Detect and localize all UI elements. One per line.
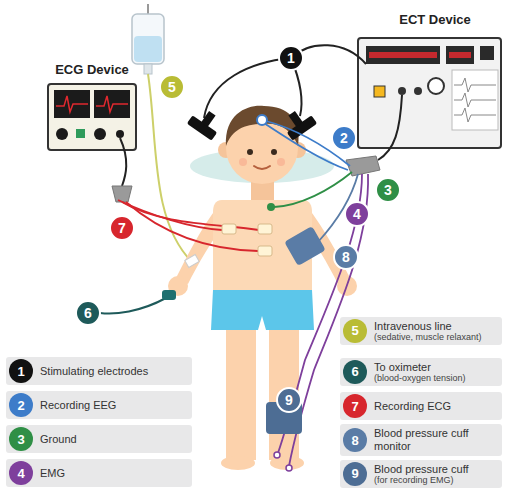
legend-number-text: 9 [351, 467, 358, 480]
legend-note: (for recording EMG) [374, 475, 496, 485]
legend-number: 6 [343, 360, 367, 384]
callout-number: 9 [276, 387, 302, 413]
legend-text: To oximeter [374, 361, 496, 374]
callout-number: 5 [159, 74, 185, 100]
callout-number: 7 [109, 215, 135, 241]
legend-number: 1 [9, 359, 33, 383]
legend-number: 8 [343, 428, 367, 452]
legend-text: Recording EEG [40, 399, 186, 412]
callout-number-text: 9 [285, 393, 293, 407]
legend-number: 5 [343, 319, 367, 343]
device-label: ECG Device [55, 62, 129, 77]
legend-row: 2 Recording EEG [6, 391, 192, 419]
legend-number-text: 5 [351, 324, 358, 337]
legend-row: 6 To oximeter(blood-oxygen tension) [340, 358, 502, 387]
callout-number-text: 4 [353, 207, 361, 221]
callout-number: 4 [344, 201, 370, 227]
legend-text: Recording ECG [374, 400, 496, 413]
legend-number: 4 [9, 461, 33, 485]
callout-number: 2 [331, 125, 357, 151]
legend-note: (sedative, muscle relaxant) [374, 332, 496, 342]
callout-number-text: 8 [342, 250, 350, 264]
legend-number-text: 1 [17, 365, 24, 378]
callout-number-text: 1 [287, 51, 295, 65]
callout-number-text: 2 [340, 131, 348, 145]
legend-text: Stimulating electrodes [40, 365, 186, 378]
legend-number-text: 2 [17, 399, 24, 412]
legend-row: 5 Intravenous line(sedative, muscle relax… [340, 317, 502, 346]
legend-number-text: 7 [351, 400, 358, 413]
device-label-text: ECG Device [55, 62, 129, 77]
legend-row: 9 Blood pressure cuff(for recording EMG) [340, 460, 502, 489]
callout-number: 6 [75, 300, 101, 326]
legend-number-text: 3 [17, 433, 24, 446]
legend-number: 3 [9, 427, 33, 451]
legend-text: Blood pressure cuff monitor [374, 427, 496, 452]
callout-number-text: 7 [118, 221, 126, 235]
legend-row: 8 Blood pressure cuff monitor [340, 424, 502, 455]
legend-row: 7 Recording ECG [340, 392, 502, 420]
legend-text: EMG [40, 467, 186, 480]
ecg-device [48, 84, 136, 202]
legend-text: Intravenous line [374, 320, 496, 333]
patient-body [168, 106, 357, 470]
legend-row: 3 Ground [6, 425, 192, 453]
callout-number-text: 5 [168, 80, 176, 94]
callout-number: 1 [278, 45, 304, 71]
legend-note: (blood-oxygen tension) [374, 373, 496, 383]
legend-number: 2 [9, 393, 33, 417]
legend-number-text: 4 [17, 467, 24, 480]
legend-number: 7 [343, 394, 367, 418]
legend-number-text: 8 [351, 434, 358, 447]
device-label: ECT Device [399, 12, 471, 27]
callout-number-text: 6 [84, 306, 92, 320]
legend-number-text: 6 [351, 365, 358, 378]
device-label-text: ECT Device [399, 12, 471, 27]
legend-number: 9 [343, 462, 367, 486]
callout-number: 8 [333, 244, 359, 270]
legend-row: 1 Stimulating electrodes [6, 357, 192, 385]
legend-row: 4 EMG [6, 459, 192, 487]
legend-text: Blood pressure cuff [374, 463, 496, 476]
callout-number: 3 [375, 177, 401, 203]
callout-number-text: 3 [384, 183, 392, 197]
legend-text: Ground [40, 433, 186, 446]
